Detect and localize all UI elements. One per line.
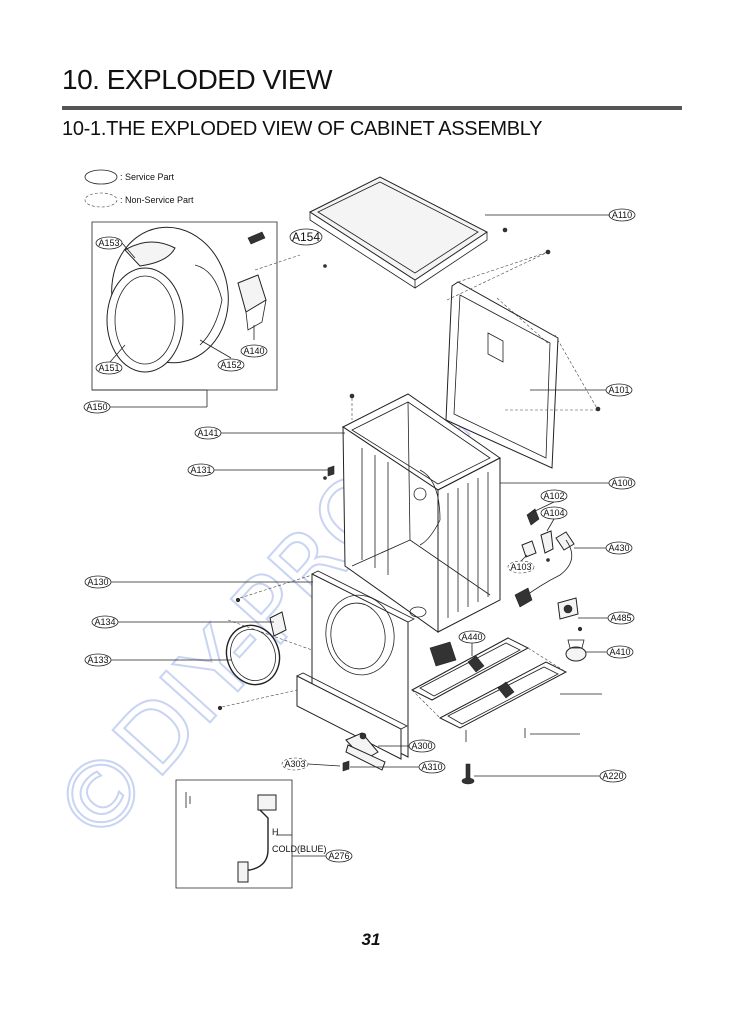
callout-A141: A141 bbox=[194, 426, 345, 440]
svg-text:A140: A140 bbox=[243, 346, 264, 356]
callout-A131: A131 bbox=[187, 463, 328, 477]
svg-text:A103: A103 bbox=[510, 562, 531, 572]
callout-A153: A153 bbox=[95, 236, 136, 259]
svg-text:A141: A141 bbox=[197, 428, 218, 438]
inset-cold-label: COLD(BLUE) bbox=[272, 844, 327, 854]
svg-text:A310: A310 bbox=[421, 762, 442, 772]
callout-A300: A300 bbox=[378, 739, 436, 753]
page-title: 10. EXPLODED VIEW bbox=[62, 64, 333, 95]
callout-A104: A104 bbox=[540, 506, 568, 532]
cabinet-body bbox=[323, 393, 501, 633]
svg-text:A101: A101 bbox=[608, 385, 629, 395]
callout-A110: A110 bbox=[485, 208, 636, 222]
callout-A276: A276 bbox=[292, 849, 353, 863]
electrical-parts bbox=[514, 508, 579, 620]
svg-text:A220: A220 bbox=[602, 771, 623, 781]
callout-A103: A103 bbox=[507, 554, 535, 574]
svg-text:A410: A410 bbox=[609, 647, 630, 657]
callout-A101: A101 bbox=[530, 383, 633, 397]
legend: : Service Part : Non-Service Part bbox=[84, 169, 194, 208]
callout-A485: A485 bbox=[578, 611, 635, 625]
svg-text:A151: A151 bbox=[98, 363, 119, 373]
svg-text:A134: A134 bbox=[94, 617, 115, 627]
svg-text:A131: A131 bbox=[190, 465, 211, 475]
callout-A410: A410 bbox=[586, 645, 634, 659]
callout-A152: A152 bbox=[199, 339, 245, 372]
section-title: 10-1.THE EXPLODED VIEW OF CABINET ASSEMB… bbox=[62, 118, 543, 140]
svg-text:A485: A485 bbox=[610, 613, 631, 623]
callout-A151: A151 bbox=[95, 344, 126, 375]
legend-non-service-part: : Non-Service Part bbox=[120, 195, 194, 205]
rear-panel bbox=[445, 249, 601, 469]
title-divider bbox=[62, 106, 682, 110]
callout-A133: A133 bbox=[84, 653, 232, 667]
top-plate bbox=[308, 176, 508, 289]
callout-A440: A440 bbox=[458, 630, 486, 656]
svg-text:A130: A130 bbox=[87, 577, 108, 587]
svg-text:A102: A102 bbox=[543, 491, 564, 501]
callout-A303: A303 bbox=[281, 757, 341, 771]
svg-text:A152: A152 bbox=[220, 360, 241, 370]
callout-A140: A140 bbox=[240, 325, 268, 358]
svg-text:A133: A133 bbox=[87, 655, 108, 665]
callout-A154: A154 bbox=[289, 228, 323, 246]
svg-text:A303: A303 bbox=[284, 759, 305, 769]
callout-A102: A102 bbox=[532, 489, 568, 513]
callout-A430: A430 bbox=[574, 541, 633, 555]
lower-panel bbox=[217, 672, 408, 772]
svg-text:A440: A440 bbox=[461, 632, 482, 642]
svg-text:A300: A300 bbox=[411, 741, 432, 751]
svg-text:A153: A153 bbox=[98, 238, 119, 248]
door-assembly bbox=[91, 221, 327, 408]
callout-A220: A220 bbox=[474, 769, 627, 783]
callout-A100: A100 bbox=[500, 476, 636, 490]
inset-hot-label: H bbox=[272, 827, 279, 837]
page-number: 31 bbox=[361, 930, 381, 949]
inlet-hose-inset: H COLD(BLUE) bbox=[175, 779, 327, 889]
base-frame bbox=[410, 626, 587, 785]
callout-A130: A130 bbox=[84, 575, 313, 589]
svg-text:A276: A276 bbox=[328, 851, 349, 861]
svg-text:A100: A100 bbox=[611, 478, 632, 488]
legend-service-part: : Service Part bbox=[120, 172, 175, 182]
svg-text:A104: A104 bbox=[543, 508, 564, 518]
svg-text:A154: A154 bbox=[292, 230, 320, 244]
callout-A134: A134 bbox=[91, 615, 274, 629]
callout-A310: A310 bbox=[350, 760, 446, 774]
svg-text:A110: A110 bbox=[612, 210, 632, 220]
svg-text:A430: A430 bbox=[608, 543, 629, 553]
callout-A150: A150 bbox=[83, 400, 111, 414]
svg-text:A150: A150 bbox=[86, 402, 107, 412]
